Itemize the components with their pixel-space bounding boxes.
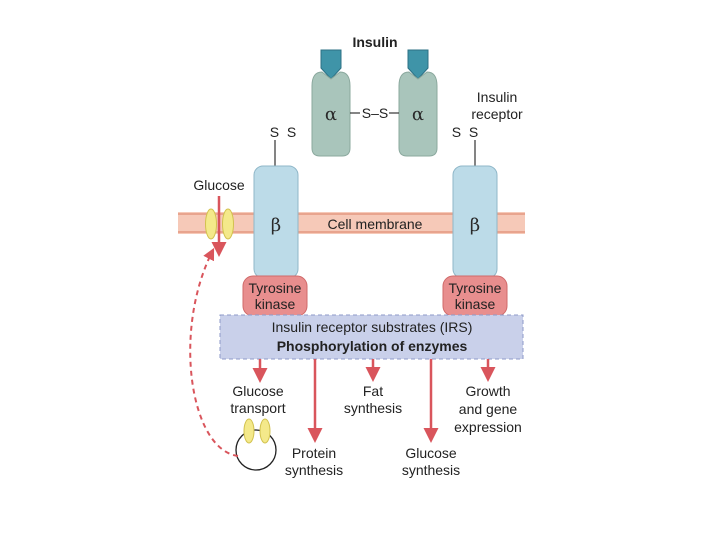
tyrosine-kinase-right-line2: kinase: [455, 296, 496, 312]
receptor-label-line2: receptor: [471, 106, 523, 122]
alpha-left-symbol: α: [325, 104, 337, 125]
glucose-transporter-translocation-arrow: [189, 247, 239, 457]
glucose-carrier-membrane-right: [222, 208, 234, 240]
glucose-transporter-vesicle: [235, 429, 277, 471]
disulfide-label: S–S: [362, 105, 388, 121]
insulin-molecule-left: [320, 49, 342, 80]
irs-label-line2: Phosphorylation of enzymes: [277, 338, 468, 354]
vesicle-carrier-right: [259, 418, 271, 444]
fat-synthesis-line2: synthesis: [344, 400, 402, 416]
protein-synthesis-line2: synthesis: [285, 462, 343, 478]
tyrosine-kinase-right-line1: Tyrosine: [449, 280, 502, 296]
glucose-carrier-membrane-left: [205, 208, 217, 240]
beta-right-symbol: β: [470, 215, 480, 236]
beta-left-symbol: β: [271, 215, 281, 236]
insulin-molecule-right: [407, 49, 429, 80]
alpha-subunit-left: [311, 71, 351, 157]
growth-line3: expression: [454, 419, 522, 435]
tyrosine-kinase-left-line2: kinase: [255, 296, 296, 312]
glucose-label: Glucose: [193, 177, 245, 193]
insulin-label: Insulin: [352, 34, 397, 50]
glucose-synthesis-line1: Glucose: [405, 445, 457, 461]
protein-synthesis-line1: Protein: [292, 445, 336, 461]
vesicle-carrier-left: [243, 418, 255, 444]
growth-line2: and gene: [459, 401, 518, 417]
ss-right-label: S S: [452, 124, 478, 140]
glucose-transport-line1: Glucose: [232, 383, 284, 399]
fat-synthesis-line1: Fat: [363, 383, 383, 399]
cell-membrane-label: Cell membrane: [328, 216, 423, 232]
glucose-synthesis-line2: synthesis: [402, 462, 460, 478]
alpha-subunit-right: [398, 71, 438, 157]
irs-label-line1: Insulin receptor substrates (IRS): [272, 319, 473, 335]
tyrosine-kinase-left-line1: Tyrosine: [249, 280, 302, 296]
alpha-right-symbol: α: [412, 104, 424, 125]
irs-box: [219, 314, 524, 360]
ss-left-label: S S: [270, 124, 296, 140]
glucose-transport-line2: transport: [230, 400, 285, 416]
growth-line1: Growth: [465, 383, 510, 399]
receptor-label-line1: Insulin: [477, 89, 517, 105]
